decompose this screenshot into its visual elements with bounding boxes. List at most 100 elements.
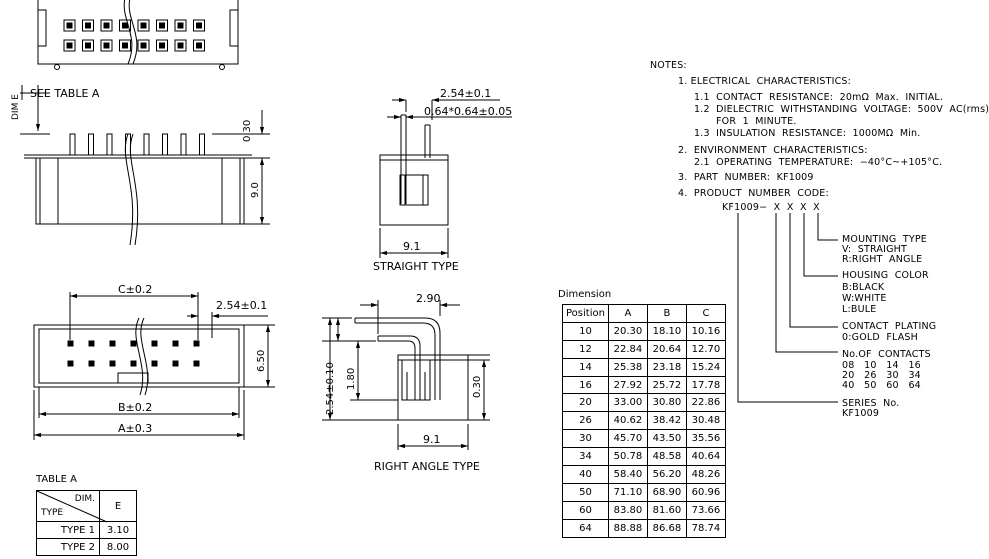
dim-254-010: 2.54±0.10 — [325, 362, 336, 415]
dim-180: 1.80 — [346, 368, 357, 390]
table-a-title: TABLE A — [36, 474, 77, 485]
dimension-cell: 71.10 — [607, 482, 648, 502]
dimension-cell: 40 — [562, 465, 609, 484]
callout-line: 40 50 60 64 — [842, 380, 921, 391]
dimension-cell: 73.66 — [685, 500, 726, 520]
dimension-cell: 12.70 — [685, 339, 726, 359]
dimension-cell: 27.92 — [607, 375, 648, 395]
dim-650: 6.50 — [256, 350, 267, 372]
pin-square — [85, 42, 91, 49]
dimension-cell: 81.60 — [646, 500, 687, 520]
pin-square — [66, 22, 73, 29]
table-a-value: 3.10 — [99, 521, 137, 539]
straight-type-view — [379, 97, 512, 258]
dim-91-straight: 9.1 — [403, 240, 421, 253]
note-line: 2.1 OPERATING TEMPERATURE: −40°C~+105°C. — [694, 157, 943, 168]
callout-line: L:BULE — [842, 304, 877, 315]
pin-outline — [174, 19, 187, 32]
pin-outline — [82, 19, 94, 32]
dimension-header-cell: C — [685, 304, 726, 323]
dimension-cell: 10 — [562, 321, 609, 341]
pin-front — [88, 340, 95, 347]
dimension-cell: 68.90 — [646, 482, 687, 502]
dimension-table-title: Dimension — [558, 289, 612, 300]
pin-square — [140, 22, 147, 29]
dim-290: 2.90 — [416, 292, 441, 305]
dimension-cell: 33.00 — [607, 393, 648, 413]
see-table-label: SEE TABLE A — [30, 87, 100, 100]
dimension-cell: 34 — [562, 447, 609, 467]
pin-outline — [100, 39, 113, 52]
dimension-cell: 38.42 — [646, 411, 687, 431]
dimension-cell: 15.24 — [685, 357, 726, 377]
pin-front — [67, 360, 74, 367]
pin-outline — [119, 19, 131, 32]
pin-outline — [63, 19, 76, 32]
table-a-corner: DIM. TYPE — [36, 490, 108, 523]
callout-line: 08 10 14 16 — [842, 360, 921, 371]
dimension-cell: 43.50 — [646, 429, 687, 449]
dim-030-ra: 0.30 — [472, 376, 483, 398]
pin-outline — [63, 39, 76, 52]
dimension-cell: 78.74 — [685, 518, 726, 538]
dim-91-ra: 9.1 — [423, 433, 441, 446]
callout-line: R:RIGHT ANGLE — [842, 254, 923, 265]
dim-e-label: DIM E — [11, 94, 21, 120]
dimension-header-cell: A — [607, 304, 648, 323]
pin-square — [196, 42, 202, 49]
pin-front — [193, 360, 200, 367]
code-leaders — [737, 213, 838, 403]
dimension-cell: 30.80 — [646, 393, 687, 413]
pin-side — [69, 133, 76, 156]
pin-outline — [137, 39, 150, 52]
dim-c: C±0.2 — [118, 283, 152, 296]
pin-square — [177, 22, 184, 29]
note-line: 3. PART NUMBER: KF1009 — [678, 172, 814, 183]
pin-square — [103, 22, 110, 29]
dimension-cell: 26 — [562, 411, 609, 431]
table-a-value: 8.00 — [99, 538, 137, 556]
dimension-cell: 60 — [562, 500, 609, 520]
pin-side — [143, 133, 150, 156]
pin-front — [109, 340, 116, 347]
dim-b: B±0.2 — [118, 401, 152, 414]
dim-pitch-front: 2.54±0.1 — [216, 299, 267, 312]
dimension-cell: 22.86 — [685, 393, 726, 413]
dim-90: 9.0 — [250, 182, 261, 198]
dimension-cell: 58.40 — [607, 465, 648, 484]
pin-outline — [119, 39, 131, 52]
corner-diagonal — [36, 490, 108, 523]
pin-front — [172, 340, 179, 347]
pin-front — [130, 340, 137, 347]
pin-outline — [137, 19, 150, 32]
dim-a: A±0.3 — [118, 422, 152, 435]
dimension-cell: 18.10 — [646, 321, 687, 341]
pin-front — [151, 360, 158, 367]
dimension-cell: 60.96 — [685, 482, 726, 502]
pin-square — [122, 42, 128, 49]
note-line: 1.2 DIELECTRIC WITHSTANDING VOLTAGE: 500… — [694, 104, 989, 115]
dim-030-top: 0.30 — [242, 120, 253, 142]
dimension-cell: 40.64 — [685, 447, 726, 467]
pin-side — [88, 133, 94, 156]
pin-outline — [100, 19, 113, 32]
dimension-cell: 48.58 — [646, 447, 687, 467]
right-angle-view — [322, 300, 490, 450]
dimension-cell: 23.18 — [646, 357, 687, 377]
dimension-cell: 25.38 — [607, 357, 648, 377]
pin-front — [193, 340, 200, 347]
callout-line: HOUSING COLOR — [842, 270, 929, 281]
corner-bottom-label: TYPE — [41, 508, 64, 518]
pin-outline — [156, 19, 168, 32]
pin-square — [177, 42, 184, 49]
dimension-cell: 45.70 — [607, 429, 648, 449]
